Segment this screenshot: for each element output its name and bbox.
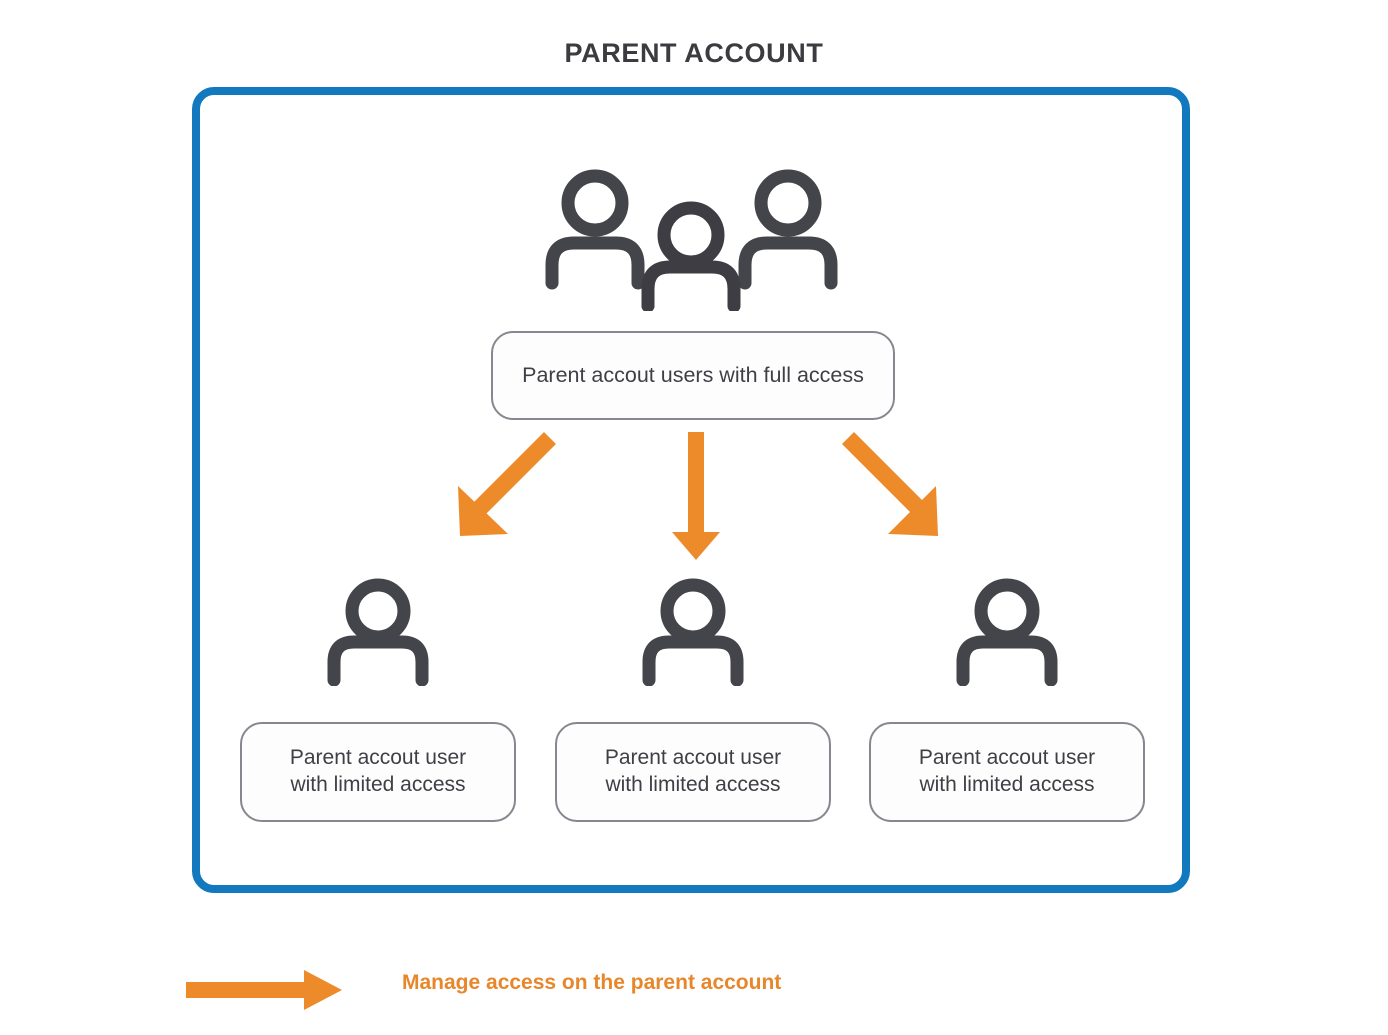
legend: Manage access on the parent account xyxy=(186,962,1086,1022)
label-line-1: Parent accout user xyxy=(289,746,467,770)
label-line-2: with limited access xyxy=(605,773,781,796)
label-limited-access: Parent accout user with limited access xyxy=(555,722,831,822)
arrow-down-icon xyxy=(672,432,720,560)
label-line-1: Parent accout user xyxy=(604,746,782,770)
legend-label: Manage access on the parent account xyxy=(402,971,782,994)
person-icon xyxy=(327,578,429,686)
label-line-1: Parent accout user xyxy=(918,746,1096,770)
label-limited-access: Parent accout user with limited access xyxy=(240,722,516,822)
label-line-2: with limited access xyxy=(919,773,1095,796)
three-people-icon xyxy=(545,169,838,311)
arrow-down-left-icon xyxy=(458,432,556,536)
page-title: PARENT ACCOUNT xyxy=(564,38,824,68)
person-icon xyxy=(956,578,1058,686)
label-limited-access: Parent accout user with limited access xyxy=(869,722,1145,822)
person-icon xyxy=(642,578,744,686)
arrow-right-icon xyxy=(186,970,342,1010)
label-full-access: Parent accout users with full access xyxy=(491,331,895,420)
label-line-2: with limited access xyxy=(290,773,466,796)
arrow-down-right-icon xyxy=(842,432,938,536)
